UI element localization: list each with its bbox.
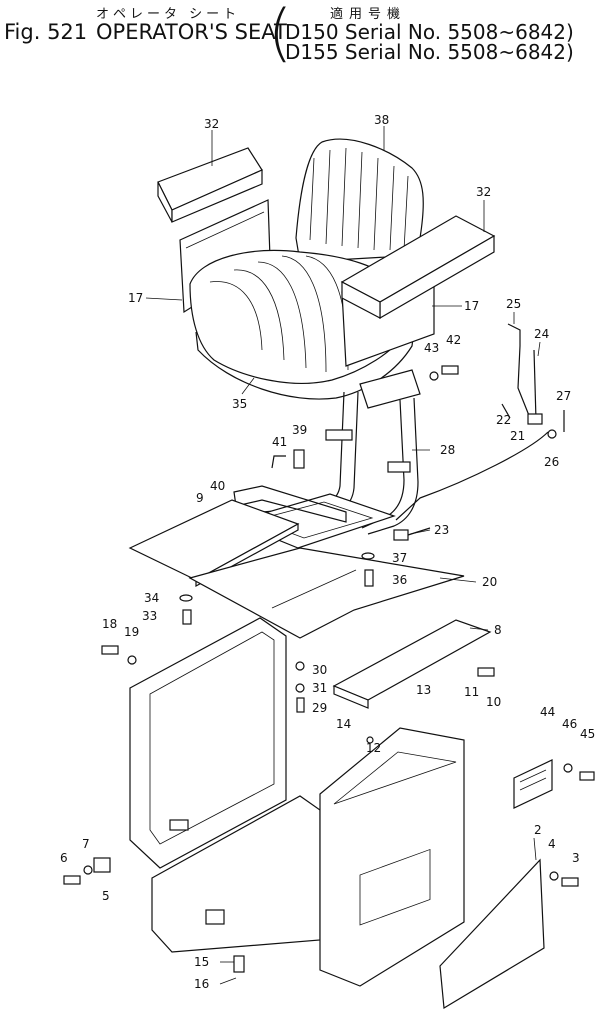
callout-labels: 32 38 32 17 17 25 24 43 42 35 27 22 21 2… xyxy=(60,113,595,991)
callout-40: 40 xyxy=(210,479,225,493)
callout-45: 45 xyxy=(580,727,595,741)
callout-34: 34 xyxy=(144,591,159,605)
armrest-cushion-right xyxy=(340,215,496,320)
callout-44: 44 xyxy=(540,705,555,719)
callout-33: 33 xyxy=(142,609,157,623)
callout-18: 18 xyxy=(102,617,117,631)
backrest xyxy=(295,138,424,263)
callout-27: 27 xyxy=(556,389,571,403)
figure-number: Fig. 521 xyxy=(4,20,88,44)
callout-12: 12 xyxy=(366,741,381,755)
callout-46: 46 xyxy=(562,717,577,731)
callout-6: 6 xyxy=(60,851,68,865)
leader-lines xyxy=(145,126,541,985)
callout-32: 32 xyxy=(476,185,491,199)
callout-28: 28 xyxy=(440,443,455,457)
callout-32: 32 xyxy=(204,117,219,131)
japanese-title: オペレータ シート xyxy=(96,7,241,22)
figure-title: OPERATOR'S SEAT xyxy=(96,20,287,44)
callout-8: 8 xyxy=(494,623,502,637)
callout-15: 15 xyxy=(194,955,209,969)
callout-35: 35 xyxy=(232,397,247,411)
callout-36: 36 xyxy=(392,573,407,587)
callout-24: 24 xyxy=(534,327,549,341)
floor-plates xyxy=(128,499,492,709)
callout-37: 37 xyxy=(392,551,407,565)
callout-16: 16 xyxy=(194,977,209,991)
callout-3: 3 xyxy=(572,851,580,865)
callout-26: 26 xyxy=(544,455,559,469)
callout-21: 21 xyxy=(510,429,525,443)
callout-17: 17 xyxy=(128,291,143,305)
callout-38: 38 xyxy=(374,113,389,127)
callout-22: 22 xyxy=(496,413,511,427)
bracket-open: ( xyxy=(268,0,293,69)
callout-25: 25 xyxy=(506,297,521,311)
callout-13: 13 xyxy=(416,683,431,697)
callout-7: 7 xyxy=(82,837,90,851)
callout-29: 29 xyxy=(312,701,327,715)
callout-23: 23 xyxy=(434,523,449,537)
japanese-applicable-models: 適用号機 xyxy=(330,7,407,22)
callout-14: 14 xyxy=(336,717,351,731)
callout-31: 31 xyxy=(312,681,327,695)
callout-30: 30 xyxy=(312,663,327,677)
callout-41: 41 xyxy=(272,435,287,449)
armrest-cushion-left xyxy=(157,147,263,223)
callout-42: 42 xyxy=(446,333,461,347)
serial-line-1: D150 Serial No. 5508~6842) xyxy=(285,20,574,44)
callout-20: 20 xyxy=(482,575,497,589)
callout-11: 11 xyxy=(464,685,479,699)
callout-2: 2 xyxy=(534,823,542,837)
callout-19: 19 xyxy=(124,625,139,639)
callout-9: 9 xyxy=(196,491,204,505)
callout-43: 43 xyxy=(424,341,439,355)
callout-10: 10 xyxy=(486,695,501,709)
callout-17: 17 xyxy=(464,299,479,313)
callout-4: 4 xyxy=(548,837,556,851)
seat-assembly xyxy=(157,138,496,400)
seat-box xyxy=(63,617,595,1010)
callout-5: 5 xyxy=(102,889,110,903)
callout-39: 39 xyxy=(292,423,307,437)
serial-line-2: D155 Serial No. 5508~6842) xyxy=(285,40,574,64)
